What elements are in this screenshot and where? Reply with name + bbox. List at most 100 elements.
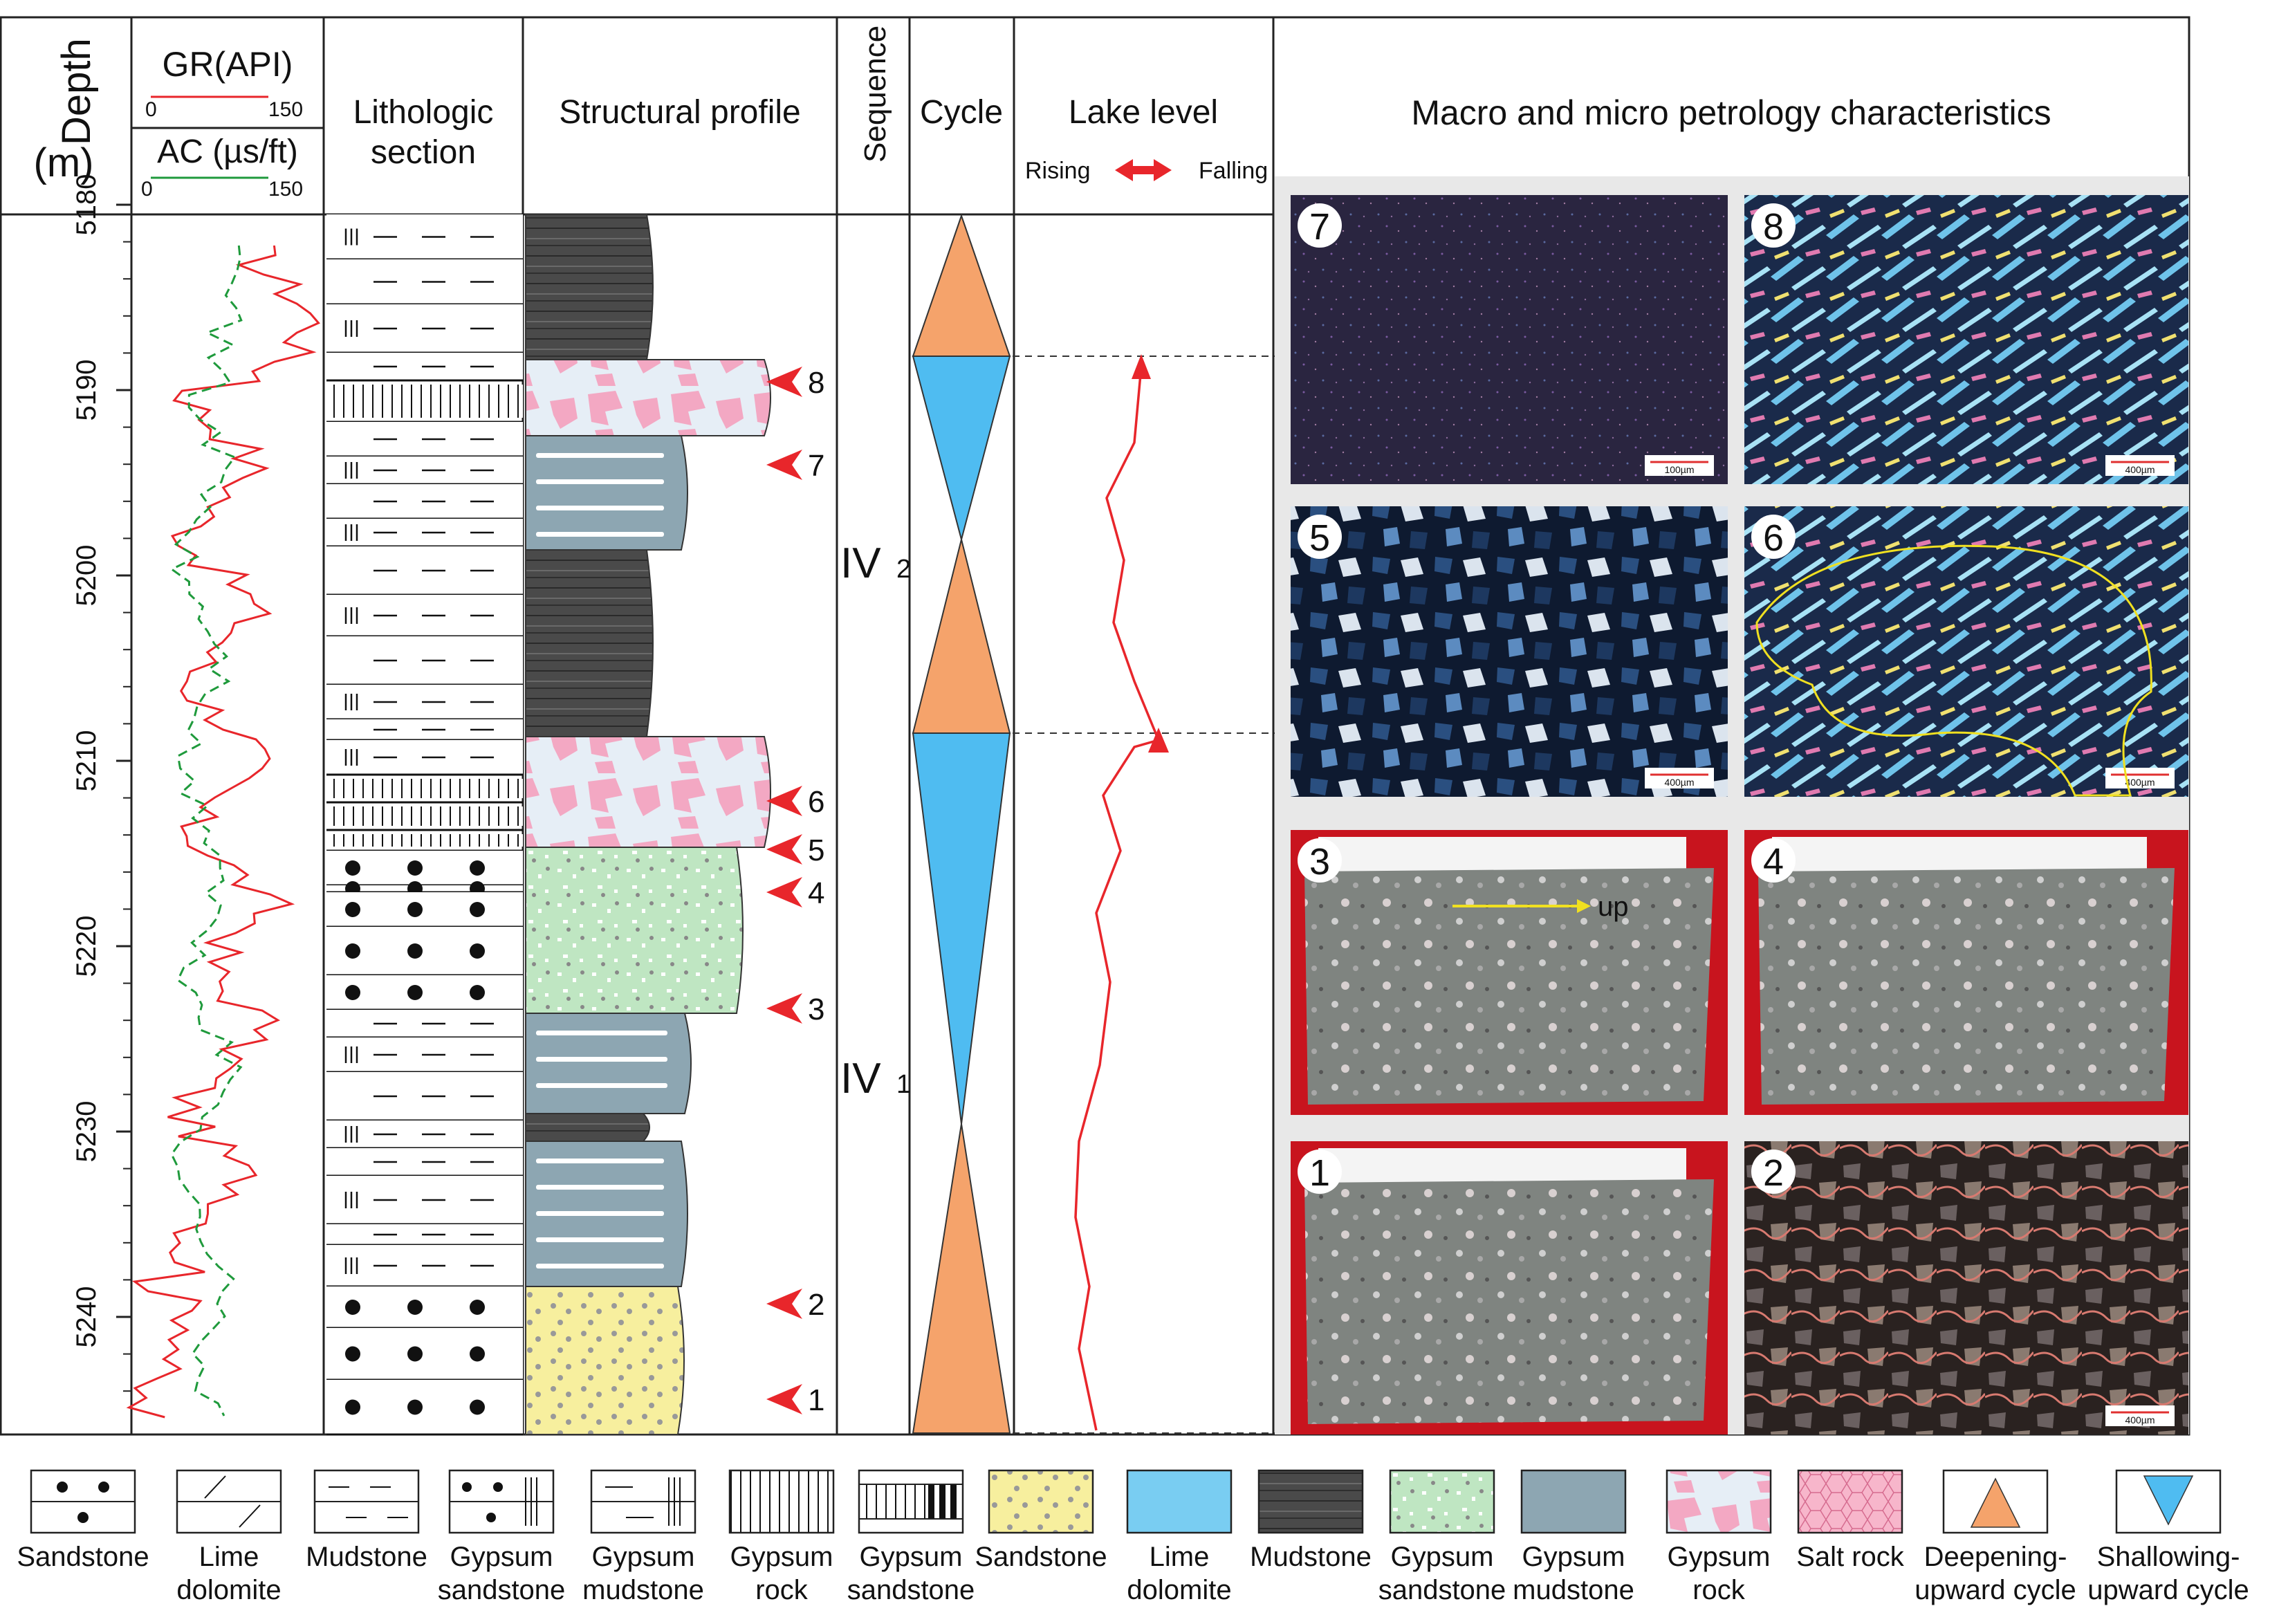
legend-label: Gypsum (1522, 1542, 1625, 1572)
lake-level-header: Lake level (1069, 94, 1218, 131)
legend-item: Mudstone (1250, 1469, 1372, 1572)
litho-bed (326, 806, 523, 831)
photo-number-badge (1751, 838, 1796, 883)
gypsum-lamina (536, 1211, 664, 1216)
gypsum-lamina (536, 1031, 667, 1035)
legend-dot (77, 1512, 89, 1523)
cycle-header: Cycle (920, 94, 1003, 131)
gypsum-lamina (536, 1083, 667, 1088)
sand-grain (345, 1300, 360, 1315)
ac-curve (169, 245, 243, 1417)
legend-label-line2: mudstone (582, 1575, 704, 1605)
legend-item: Mudstone (306, 1469, 427, 1572)
gypsum-rock-bed (326, 834, 523, 847)
photo-image (1744, 506, 2188, 797)
gypsum-lamina (536, 1264, 664, 1268)
scale-ruler (1318, 1148, 1686, 1183)
scale-bar-label: 100µm (1664, 464, 1694, 475)
sample-marker-label: 3 (808, 993, 824, 1026)
legend-label: Salt rock (1796, 1542, 1905, 1572)
ac-header: AC (µs/ft) (157, 133, 298, 170)
litho-bed (326, 519, 523, 548)
ac-min-label: 0 (141, 178, 153, 201)
legend-item: Salt rock (1796, 1469, 1905, 1572)
sample-marker-label: 4 (808, 876, 824, 910)
photo-image (1744, 1141, 2188, 1434)
litho-bed (326, 595, 523, 638)
sample-marker-arrow (766, 993, 802, 1024)
sand-grain (470, 1399, 485, 1415)
legend-sand-bar (950, 1484, 957, 1519)
mudstone-block (525, 1113, 650, 1142)
legend-label-line2: dolomite (176, 1575, 281, 1605)
sequence-subscript: 2 (896, 555, 911, 584)
depth-tick-label: 5230 (71, 1101, 102, 1163)
litho-bed (326, 1380, 523, 1436)
litho-bed (326, 975, 523, 1011)
photo-panel-header: Macro and micro petrology characteristic… (1411, 93, 2051, 132)
photo-number-badge (1298, 1150, 1342, 1194)
sample-marker-label: 7 (808, 449, 824, 483)
litho-bed (326, 484, 523, 520)
depth-unit-header: (m) (34, 140, 94, 185)
falling-label: Falling (1199, 158, 1268, 184)
gypsum-rock-bed (326, 779, 523, 798)
photo-3: 3 (1291, 830, 1728, 1115)
ac-max-label: 150 (268, 178, 303, 201)
shallowing-cycle-triangle (912, 732, 1011, 1125)
photo-number-badge (1298, 515, 1342, 559)
sample-marker-arrow (766, 786, 802, 816)
scale-bar-label: 400µm (2125, 1414, 2155, 1425)
sand-grain (470, 985, 485, 1000)
legend-label: Shallowing- (2097, 1542, 2240, 1572)
legend-gypsum-part (860, 1484, 930, 1519)
structural-header: Structural profile (559, 94, 800, 131)
legend-dot (462, 1482, 472, 1492)
photo-1: 1 (1291, 1141, 1728, 1434)
legend-label-line2: upward cycle (1915, 1575, 2076, 1605)
scale-bar-box (1645, 768, 1714, 788)
sand-grain (407, 902, 423, 917)
litho-bed (326, 851, 523, 887)
litho-bed (326, 1286, 523, 1329)
gr-curve (126, 245, 320, 1419)
gypsum-rock-bed (326, 806, 523, 826)
photo-number: 2 (1763, 1152, 1784, 1194)
photo-number: 1 (1309, 1152, 1330, 1194)
sand-grain (407, 943, 423, 959)
scale-ruler (1772, 837, 2147, 871)
photo-number: 5 (1309, 517, 1330, 559)
legend-swatch (1257, 1469, 1364, 1534)
gypsum-sandstone-block (525, 847, 744, 1014)
photo-4: 4 (1744, 830, 2188, 1115)
litho-bed (326, 740, 523, 776)
gypsum-mudstone-block (525, 1013, 692, 1114)
legend-slash (204, 1475, 226, 1499)
scale-bar-label: 400µm (2125, 777, 2155, 788)
legend-label: Gypsum (450, 1542, 553, 1572)
litho-bed (326, 456, 523, 486)
sample-marker-arrow (766, 1289, 802, 1319)
scale-bar-box (2105, 455, 2175, 476)
legend-item: Deepening-upward cycle (1915, 1469, 2076, 1605)
bed-fill (326, 885, 523, 892)
legend-label: Gypsum (1668, 1542, 1771, 1572)
sand-grain (345, 1399, 360, 1415)
sand-grain (407, 1300, 423, 1315)
litho-bed (326, 1120, 523, 1150)
litho-bed (326, 1072, 523, 1122)
gypsum-lamina (536, 479, 664, 484)
legend-label: Gypsum (1391, 1542, 1494, 1572)
legend-label-line2: upward cycle (2087, 1575, 2249, 1605)
photo-image (1291, 195, 1728, 484)
legend-label-line2: dolomite (1127, 1575, 1231, 1605)
litho-bed (326, 304, 523, 354)
